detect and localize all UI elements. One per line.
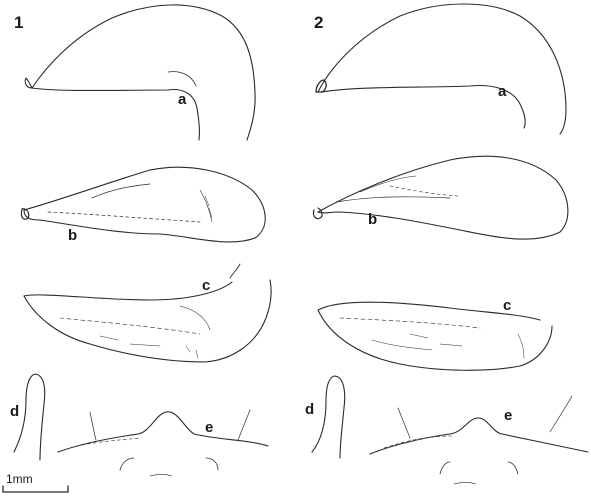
label-1a: a	[178, 92, 186, 107]
structure-1b	[21, 167, 265, 242]
label-2e: e	[504, 408, 512, 423]
structure-2d	[312, 376, 345, 458]
structure-2a	[316, 4, 566, 134]
structure-2e	[370, 396, 588, 484]
label-1d: d	[10, 404, 19, 419]
structure-1c	[24, 264, 271, 362]
label-2a: a	[498, 84, 506, 99]
scale-bar-label: 1mm	[6, 473, 33, 485]
scale-bar	[3, 486, 68, 492]
label-2b: b	[368, 212, 377, 227]
structure-2b	[313, 156, 567, 239]
panel-2-drawings	[312, 4, 588, 484]
structure-1e	[58, 410, 268, 476]
structure-2c	[318, 302, 552, 370]
panel-number-2: 2	[314, 14, 323, 31]
label-1e: e	[205, 420, 213, 435]
panel-1-drawings	[14, 5, 271, 476]
label-1b: b	[68, 228, 77, 243]
label-2c: c	[503, 298, 511, 313]
label-1c: c	[202, 278, 210, 293]
panel-number-1: 1	[14, 14, 23, 31]
label-2d: d	[305, 402, 314, 417]
structure-1a	[25, 5, 255, 140]
